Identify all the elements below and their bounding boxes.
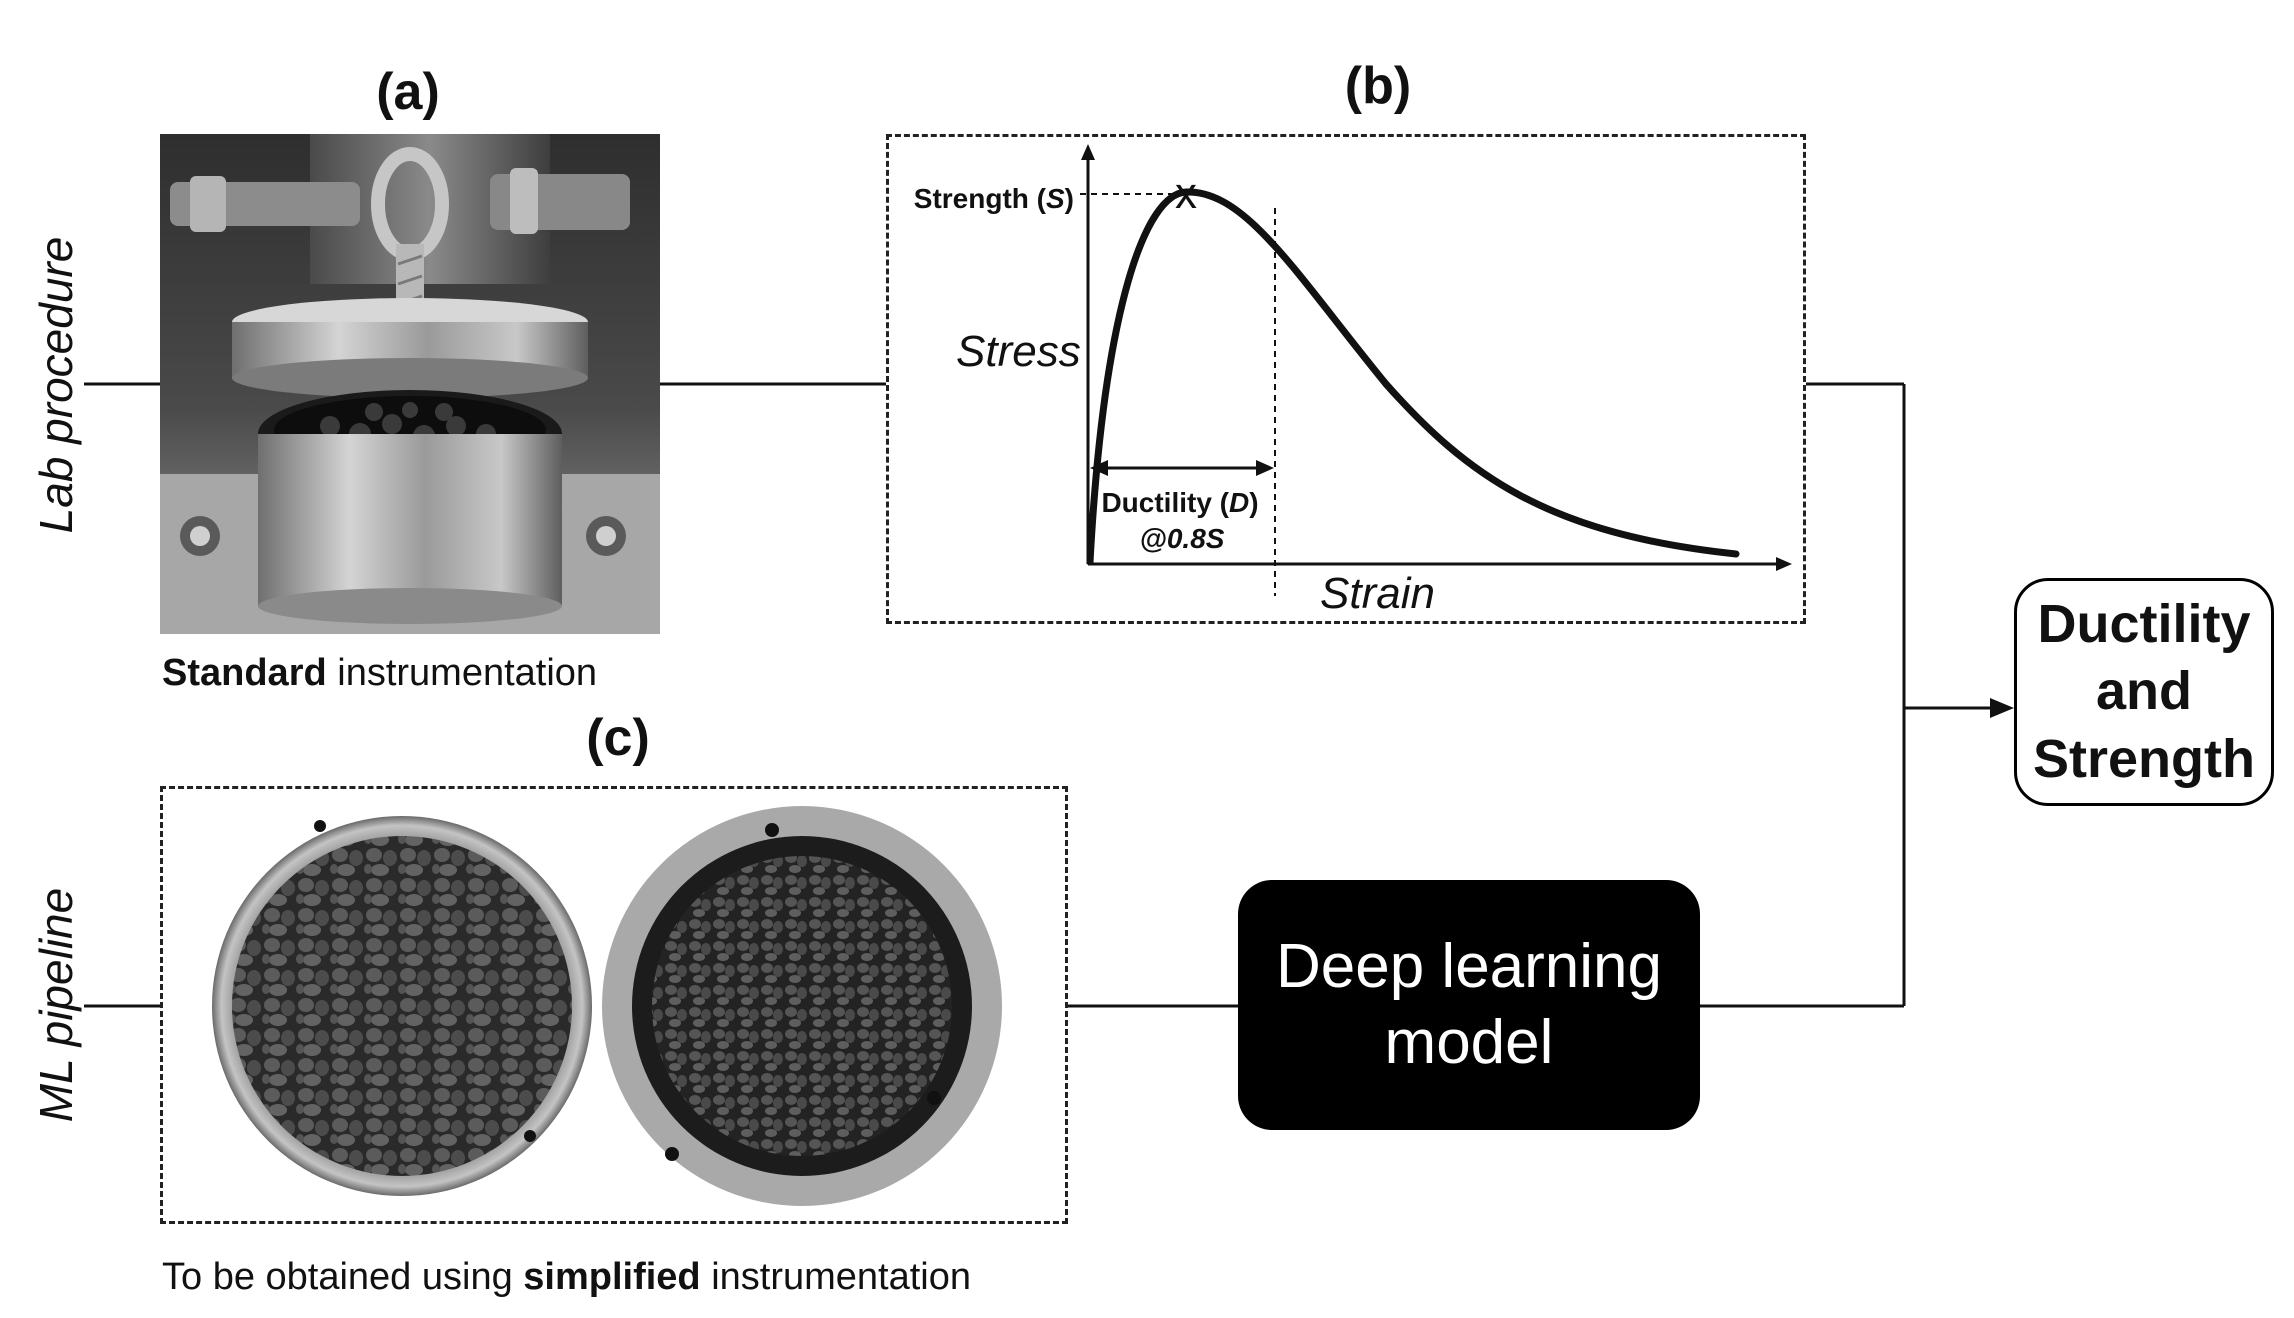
test-rig-photo	[160, 134, 660, 634]
y-axis-label: Stress	[956, 327, 1081, 376]
caption-bold-simplified: simplified	[523, 1256, 701, 1298]
specimen-fine	[602, 806, 1002, 1206]
output-line3: Strength	[2033, 728, 2255, 789]
model-label-line1: Deep learning	[1275, 932, 1663, 1002]
model-label-line2: model	[1384, 1008, 1554, 1077]
caption-standard-instrumentation: Standard instrumentation	[162, 652, 597, 695]
strength-label: Strength (S)	[914, 183, 1074, 214]
output-line2: and	[2095, 661, 2192, 722]
ductility-at-label: @0.8S	[1140, 523, 1225, 554]
peak-marker: x	[1175, 169, 1197, 218]
output-ductility-strength-box: Ductility and Strength	[2014, 578, 2274, 806]
caption-pre: To be obtained using	[162, 1256, 524, 1298]
caption-post: instrumentation	[700, 1256, 972, 1298]
deep-learning-model-box: Deep learning model	[1238, 880, 1700, 1130]
specimen-photos	[212, 806, 1002, 1206]
stress-strain-chart: x Strength (S) Stress Strain Ductility (…	[914, 144, 1792, 618]
caption-bold-standard: Standard	[162, 652, 327, 694]
caption-rest: instrumentation	[326, 652, 598, 694]
panel-label-a: (a)	[376, 63, 440, 121]
specimen-panel	[160, 786, 1068, 1224]
caption-simplified-instrumentation: To be obtained using simplified instrume…	[162, 1256, 971, 1299]
stress-strain-panel	[886, 134, 1806, 624]
specimen-coarse	[212, 816, 592, 1196]
ductility-arrow-left-icon	[1090, 460, 1108, 476]
x-axis-arrow-icon	[1776, 557, 1792, 571]
y-axis-arrow-icon	[1081, 144, 1095, 160]
arrowhead-icon	[1990, 698, 2014, 718]
panel-label-c: (c)	[586, 709, 650, 767]
panel-label-b: (b)	[1344, 57, 1412, 115]
ductility-arrow-right-icon	[1256, 460, 1274, 476]
x-axis-label: Strain	[1320, 569, 1435, 618]
output-line1: Ductility	[2037, 593, 2251, 654]
ductility-label: Ductility (D)	[1101, 487, 1258, 518]
